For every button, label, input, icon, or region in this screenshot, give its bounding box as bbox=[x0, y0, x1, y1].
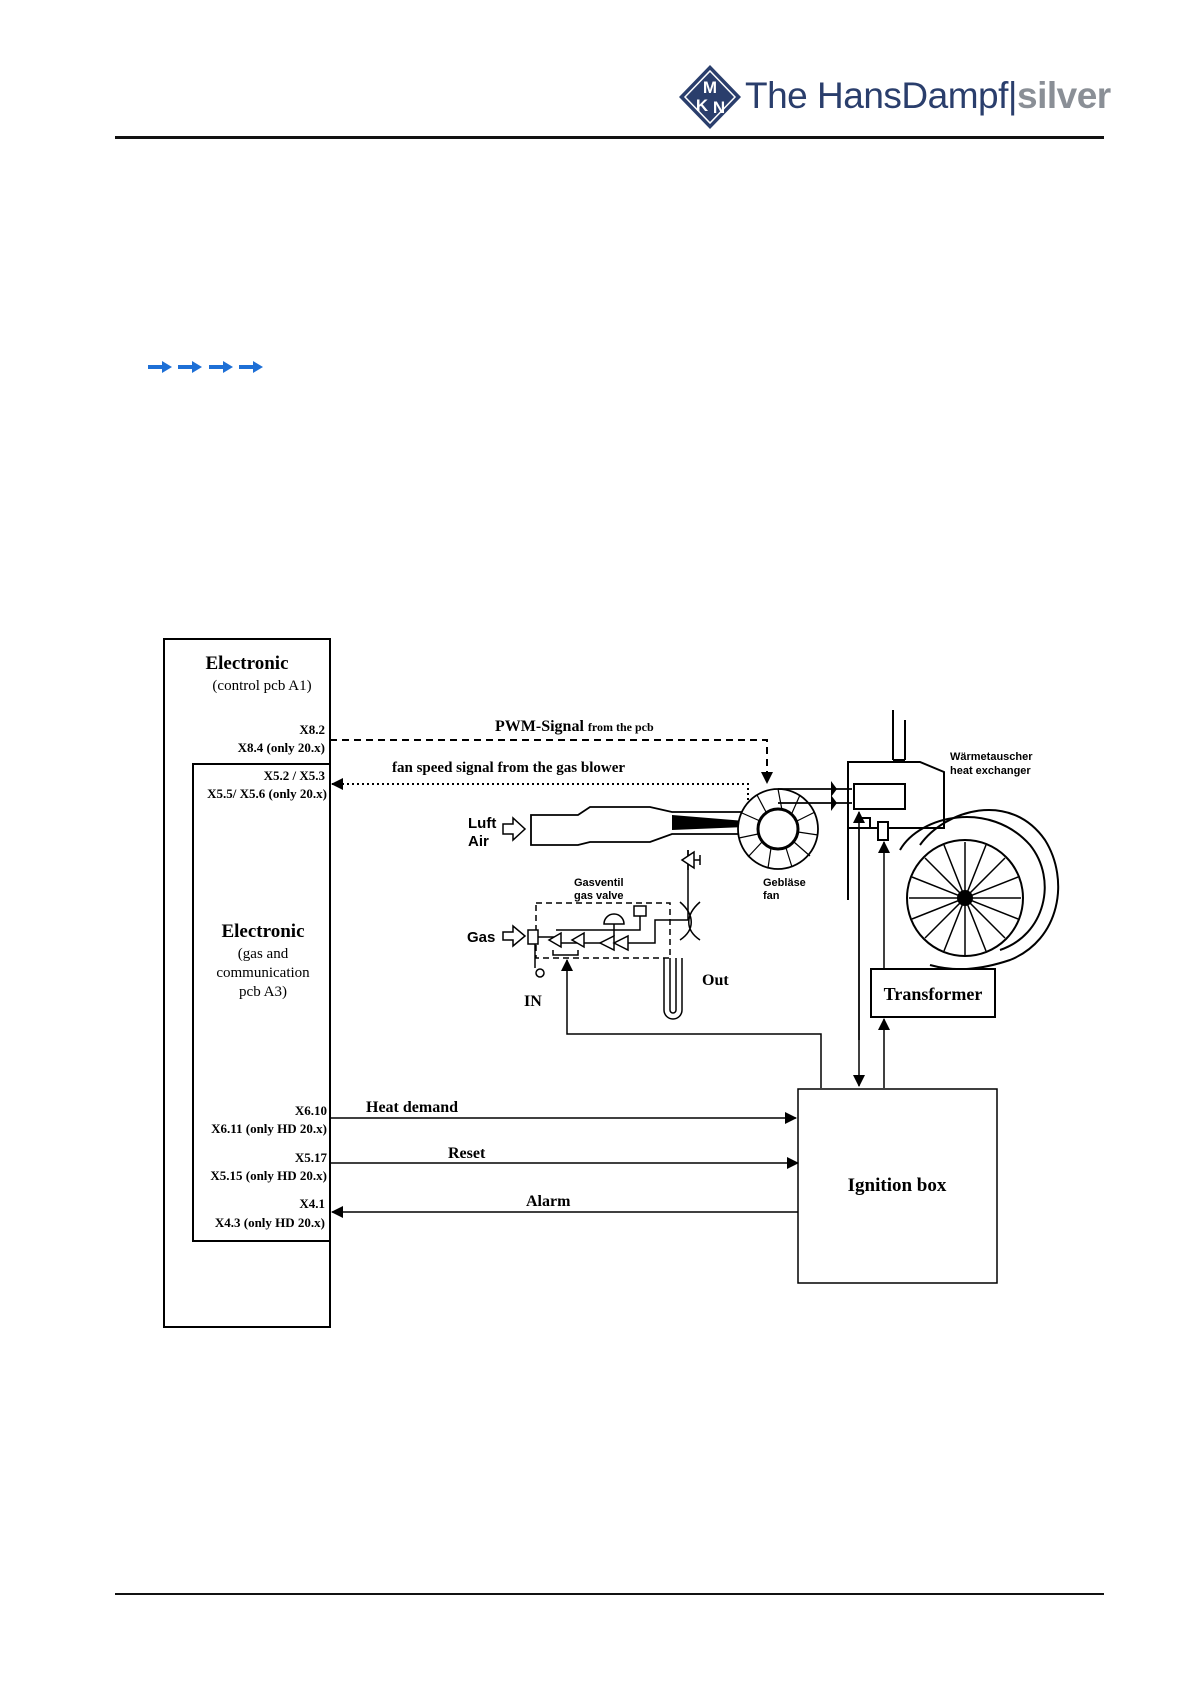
duct-arrow-icon bbox=[831, 781, 837, 797]
gas-pcb-subtitle-line3: pcb A3) bbox=[239, 984, 287, 1000]
pwm-signal-main: PWM-Signal bbox=[495, 718, 584, 735]
logo-letter-n: N bbox=[713, 98, 725, 117]
bullet-arrow-icon bbox=[208, 361, 233, 373]
control-pcb-title: Electronic bbox=[205, 653, 288, 674]
connector-x610: X6.10 bbox=[295, 1103, 327, 1118]
header-rule bbox=[115, 136, 1104, 139]
bullet-arrow-icon bbox=[148, 361, 172, 373]
valve-control-line bbox=[561, 959, 822, 1088]
bullet-arrow-icon bbox=[178, 361, 203, 373]
bullet-arrow-icon bbox=[239, 361, 264, 373]
air-label: Air bbox=[468, 833, 489, 850]
gas-pcb-title: Electronic bbox=[221, 921, 304, 942]
in-label: IN bbox=[524, 993, 542, 1010]
reset-label: Reset bbox=[448, 1145, 486, 1162]
connector-x611: X6.11 (only HD 20.x) bbox=[211, 1121, 327, 1136]
ignition-box-label: Ignition box bbox=[848, 1175, 947, 1196]
connector-x55: X5.5/ X5.6 (only 20.x) bbox=[207, 786, 327, 801]
gas-valve-assembly bbox=[527, 850, 701, 1020]
connector-x43: X4.3 (only HD 20.x) bbox=[215, 1215, 325, 1230]
logo-letter-k: K bbox=[696, 96, 709, 115]
ignition-box bbox=[797, 1088, 998, 1284]
gas-pcb-box bbox=[192, 763, 331, 1242]
fan-speed-signal-label: fan speed signal from the gas blower bbox=[392, 760, 625, 776]
transformer-box bbox=[870, 968, 996, 1018]
connector-x517: X5.17 bbox=[295, 1150, 328, 1165]
pwm-signal-label: PWM-Signal from the pcb bbox=[495, 718, 654, 735]
gas-blower-fan bbox=[737, 788, 819, 870]
bullet-list bbox=[148, 360, 265, 393]
control-pcb-subtitle: (control pcb A1) bbox=[212, 678, 311, 694]
logo-letter-m: M bbox=[703, 78, 717, 97]
duct-arrow-icon bbox=[831, 795, 837, 811]
luft-label: Luft bbox=[468, 815, 496, 832]
brand-name: The HansDampf|silver bbox=[745, 75, 1111, 117]
fan-speed-signal-line bbox=[331, 778, 749, 810]
pwm-signal-small: from the pcb bbox=[588, 720, 654, 734]
connector-x52: X5.2 / X5.3 bbox=[264, 768, 326, 783]
blower-duct bbox=[778, 788, 852, 804]
brand-logo: M K N The HansDampf|silver bbox=[677, 55, 1111, 135]
fan-label: fan bbox=[763, 890, 780, 902]
air-inlet-arrow-icon bbox=[502, 816, 527, 842]
gasventil-label: Gasventil bbox=[574, 877, 624, 889]
out-label: Out bbox=[702, 972, 729, 989]
mkn-diamond-logo: M K N bbox=[679, 65, 741, 129]
brand-separator: | bbox=[1007, 75, 1018, 116]
heat-exchanger-label: heat exchanger bbox=[950, 765, 1031, 777]
connector-x515: X5.15 (only HD 20.x) bbox=[210, 1168, 327, 1183]
gas-nozzle bbox=[672, 815, 745, 830]
brand-suffix: silver bbox=[1017, 75, 1111, 116]
footer-rule bbox=[115, 1593, 1104, 1595]
connector-x82: X8.2 bbox=[299, 722, 325, 737]
heat-exchanger bbox=[847, 710, 1060, 971]
gas-pcb-subtitle-line2: communication bbox=[216, 965, 310, 981]
gas-label: Gas bbox=[467, 929, 495, 946]
connector-x41: X4.1 bbox=[299, 1196, 325, 1211]
gas-pcb-subtitle-line1: (gas and bbox=[238, 946, 289, 962]
geblase-label: Gebläse bbox=[763, 877, 806, 889]
transformer-label: Transformer bbox=[884, 984, 983, 1004]
gas-valve-label: gas valve bbox=[574, 890, 624, 902]
heat-demand-label: Heat demand bbox=[366, 1099, 458, 1116]
pwm-signal-line bbox=[330, 739, 773, 784]
gas-inlet-arrow-icon bbox=[502, 924, 527, 948]
connector-x84: X8.4 (only 20.x) bbox=[238, 740, 325, 755]
waermetauscher-label: Wärmetauscher bbox=[950, 751, 1033, 763]
alarm-label: Alarm bbox=[526, 1193, 571, 1210]
brand-prefix: The HansDampf bbox=[745, 75, 1008, 116]
